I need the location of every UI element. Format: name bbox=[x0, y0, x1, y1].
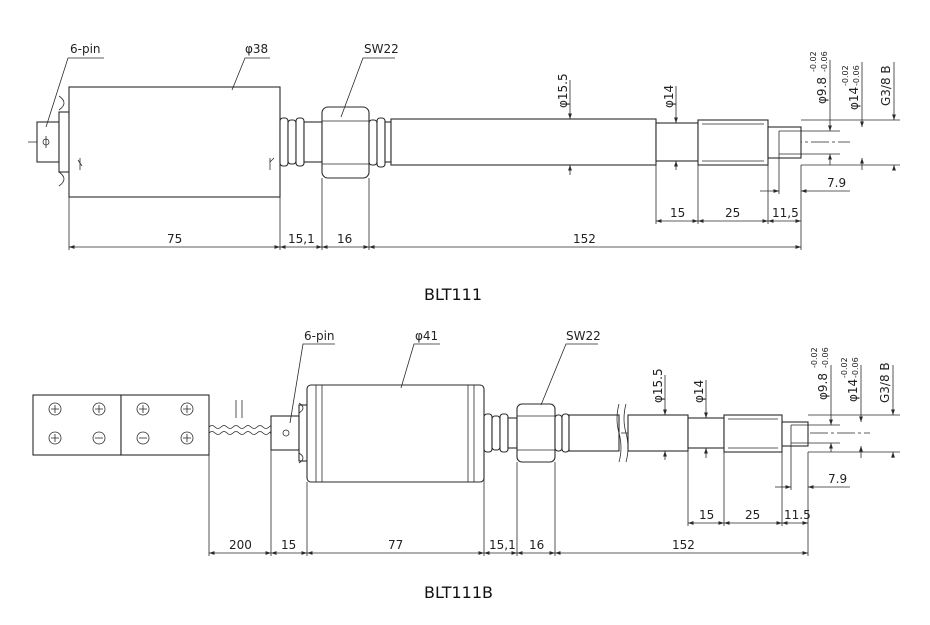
top-tip-diameter-group: φ9.8 -0.02 -0.06 bbox=[809, 51, 829, 104]
blt111b-drawing: 6-pin φ41 SW22 φ15.5 φ14 φ9.8 -0.02 -0.0… bbox=[32, 329, 900, 602]
top-connector bbox=[36, 95, 70, 187]
top-dim-tip: 11,5 bbox=[772, 206, 799, 220]
top-dim-tip-depth: 7.9 bbox=[827, 176, 846, 190]
bottom-thread: G3/8 B bbox=[878, 362, 892, 403]
top-dim-housing: 75 bbox=[167, 232, 182, 246]
top-tip-tol-lower: -0.06 bbox=[820, 51, 829, 72]
bottom-dim-tip: 11.5 bbox=[784, 508, 811, 522]
bottom-dim-thread: 25 bbox=[745, 508, 760, 522]
top-diameter-callouts bbox=[568, 60, 900, 175]
bottom-housing-diameter: φ41 bbox=[415, 329, 438, 343]
top-tip-diameter: φ9.8 bbox=[815, 77, 829, 104]
top-dim-nut: 16 bbox=[337, 232, 352, 246]
top-dim-shaft: 15 bbox=[670, 206, 685, 220]
top-model-title: BLT111 bbox=[424, 285, 482, 304]
bottom-dim-shaft: 15 bbox=[699, 508, 714, 522]
bottom-tip-diameter: φ9.8 bbox=[816, 373, 830, 400]
bottom-pilot-diameter-group: φ14 -0.02 -0.06 bbox=[840, 357, 860, 402]
top-pilot-diameter: φ14 bbox=[847, 87, 861, 110]
bottom-pilot-tol-lower: -0.06 bbox=[851, 357, 860, 378]
bottom-dim-housing: 77 bbox=[388, 538, 403, 552]
blt111-drawing: 6-pin φ38 SW22 φ15.5 φ14 φ9.8 -0.02 -0.0… bbox=[28, 42, 900, 304]
bottom-neck bbox=[483, 413, 518, 453]
bottom-dim-rod: 152 bbox=[672, 538, 695, 552]
bottom-connector bbox=[270, 402, 308, 464]
bottom-cable bbox=[208, 400, 276, 435]
bottom-model-title: BLT111B bbox=[424, 583, 493, 602]
bottom-tip-tol-upper: -0.02 bbox=[810, 347, 819, 368]
top-housing bbox=[68, 86, 281, 198]
top-rod-diameter: φ15.5 bbox=[556, 73, 570, 108]
top-extension-lines bbox=[68, 154, 802, 250]
top-pilot-tol-lower: -0.06 bbox=[852, 65, 861, 86]
top-dim-rod: 152 bbox=[573, 232, 596, 246]
top-connector-label: 6-pin bbox=[70, 42, 101, 56]
bottom-dim-connector: 15 bbox=[281, 538, 296, 552]
bottom-dim-nut: 16 bbox=[529, 538, 544, 552]
bottom-pilot-tol-upper: -0.02 bbox=[840, 357, 849, 378]
bottom-shaft-diameter: φ14 bbox=[692, 380, 706, 403]
top-dim-thread: 25 bbox=[725, 206, 740, 220]
top-thread: G3/8 B bbox=[879, 65, 893, 106]
top-leaders bbox=[45, 57, 395, 128]
bottom-hex-nut bbox=[516, 403, 570, 463]
bottom-extension-lines bbox=[208, 443, 809, 556]
top-pilot-diameter-group: φ14 -0.02 -0.06 bbox=[841, 65, 861, 110]
bottom-connector-label: 6-pin bbox=[304, 329, 335, 343]
bottom-tip-tol-lower: -0.06 bbox=[821, 347, 830, 368]
top-pilot-tol-upper: -0.02 bbox=[841, 65, 850, 86]
bottom-terminal-block bbox=[32, 394, 210, 456]
bottom-wrench-label: SW22 bbox=[566, 329, 601, 343]
bottom-rod-diameter: φ15.5 bbox=[651, 368, 665, 403]
top-rod bbox=[390, 118, 802, 166]
bottom-rod bbox=[568, 403, 809, 463]
bottom-leaders bbox=[289, 343, 598, 424]
top-hex-nut bbox=[321, 106, 392, 179]
bottom-dimension-lines bbox=[209, 485, 850, 555]
bottom-pilot-diameter: φ14 bbox=[846, 379, 860, 402]
top-wrench-label: SW22 bbox=[364, 42, 399, 56]
bottom-dim-cable: 200 bbox=[229, 538, 252, 552]
bottom-dim-tip-depth: 7.9 bbox=[828, 472, 847, 486]
top-tip-tol-upper: -0.02 bbox=[809, 51, 818, 72]
bottom-housing bbox=[306, 384, 485, 483]
bottom-tip-diameter-group: φ9.8 -0.02 -0.06 bbox=[810, 347, 830, 400]
bottom-diameter-callouts bbox=[663, 365, 900, 460]
top-shaft-diameter: φ14 bbox=[662, 85, 676, 108]
top-neck bbox=[279, 117, 323, 167]
bottom-dim-neck: 15,1 bbox=[489, 538, 516, 552]
top-dim-neck: 15,1 bbox=[288, 232, 315, 246]
top-housing-diameter: φ38 bbox=[245, 42, 268, 56]
top-dimension-lines bbox=[69, 189, 850, 249]
